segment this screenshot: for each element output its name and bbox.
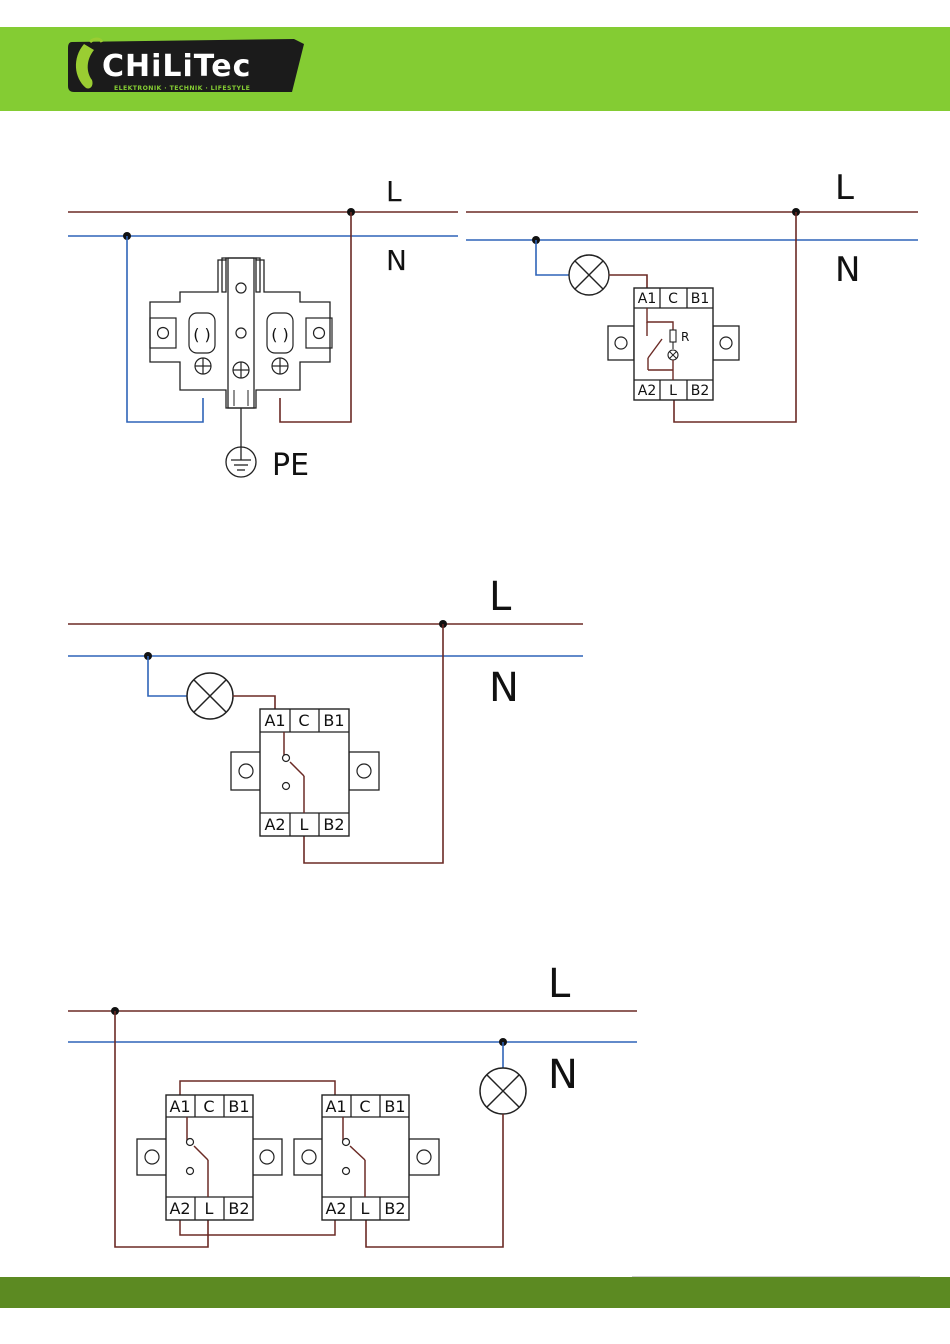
neutral-label: N	[548, 1052, 578, 1098]
svg-text:( ): ( )	[271, 325, 289, 344]
terminal-b2-label: B2	[228, 1199, 249, 1218]
line-label: L	[489, 574, 512, 620]
resistor-label: R	[681, 330, 689, 344]
indicator-lamp-icon	[668, 350, 678, 360]
terminal-c-label: C	[668, 291, 678, 307]
terminal-a1-label: A1	[264, 711, 285, 730]
socket-outline	[150, 258, 330, 408]
mounting-tab	[608, 326, 634, 360]
lamp-icon	[569, 255, 609, 295]
terminal-b1-label: B1	[228, 1097, 249, 1116]
terminal-b1-label: B1	[384, 1097, 405, 1116]
earth-strip	[228, 258, 254, 408]
terminal-c-label: C	[359, 1097, 370, 1116]
lamp-icon	[187, 673, 233, 719]
mounting-tab	[306, 318, 332, 348]
terminal-l-label: L	[205, 1199, 214, 1218]
switch-wiring-diagram: L N A1 C B1 A2 L B2	[68, 574, 583, 863]
terminal-c-label: C	[203, 1097, 214, 1116]
neutral-label: N	[386, 244, 407, 277]
terminal-b2-label: B2	[691, 383, 710, 399]
terminal-l-label: L	[361, 1199, 370, 1218]
mounting-tab	[409, 1139, 439, 1175]
terminal-b2-label: B2	[323, 815, 344, 834]
mounting-tab	[294, 1139, 324, 1175]
screw-hole-icon	[314, 328, 325, 339]
neutral-feed-wire	[127, 236, 203, 422]
lamp-icon	[480, 1068, 526, 1114]
terminal-b1-label: B1	[691, 291, 710, 307]
mounting-tab	[150, 318, 176, 348]
terminal-a1-label: A1	[638, 291, 656, 307]
mounting-tab	[252, 1139, 282, 1175]
terminal-a1-label: A1	[325, 1097, 346, 1116]
terminal-a2-label: A2	[169, 1199, 190, 1218]
terminal-a2-label: A2	[325, 1199, 346, 1218]
terminal-a1-label: A1	[169, 1097, 190, 1116]
terminal-a2-label: A2	[264, 815, 285, 834]
terminal-l-label: L	[669, 383, 677, 399]
mounting-tab	[349, 752, 379, 790]
earth-ground-icon	[226, 447, 256, 477]
mounting-tab	[713, 326, 739, 360]
socket-wiring-diagram: L N ( ) ( ) P	[68, 175, 458, 483]
svg-text:( ): ( )	[193, 325, 211, 344]
two-way-switch-diagram: L N A1 C B1 A2 L B2	[68, 961, 637, 1247]
terminal-c-label: C	[298, 711, 309, 730]
terminal-l-label: L	[300, 815, 309, 834]
line-label: L	[835, 168, 854, 208]
neutral-label: N	[489, 665, 519, 711]
terminal-a2-label: A2	[638, 383, 656, 399]
neutral-label: N	[835, 250, 860, 290]
illuminated-switch-diagram: L N A1 C B1 A2 L B2	[466, 168, 918, 422]
mounting-tab	[231, 752, 261, 790]
line-label: L	[548, 961, 571, 1007]
terminal-b1-label: B1	[323, 711, 344, 730]
line-label: L	[386, 175, 402, 208]
mounting-tab	[137, 1139, 167, 1175]
terminal-b2-label: B2	[384, 1199, 405, 1218]
screw-hole-icon	[158, 328, 169, 339]
resistor-icon	[670, 330, 676, 342]
earth-label: PE	[272, 448, 309, 483]
